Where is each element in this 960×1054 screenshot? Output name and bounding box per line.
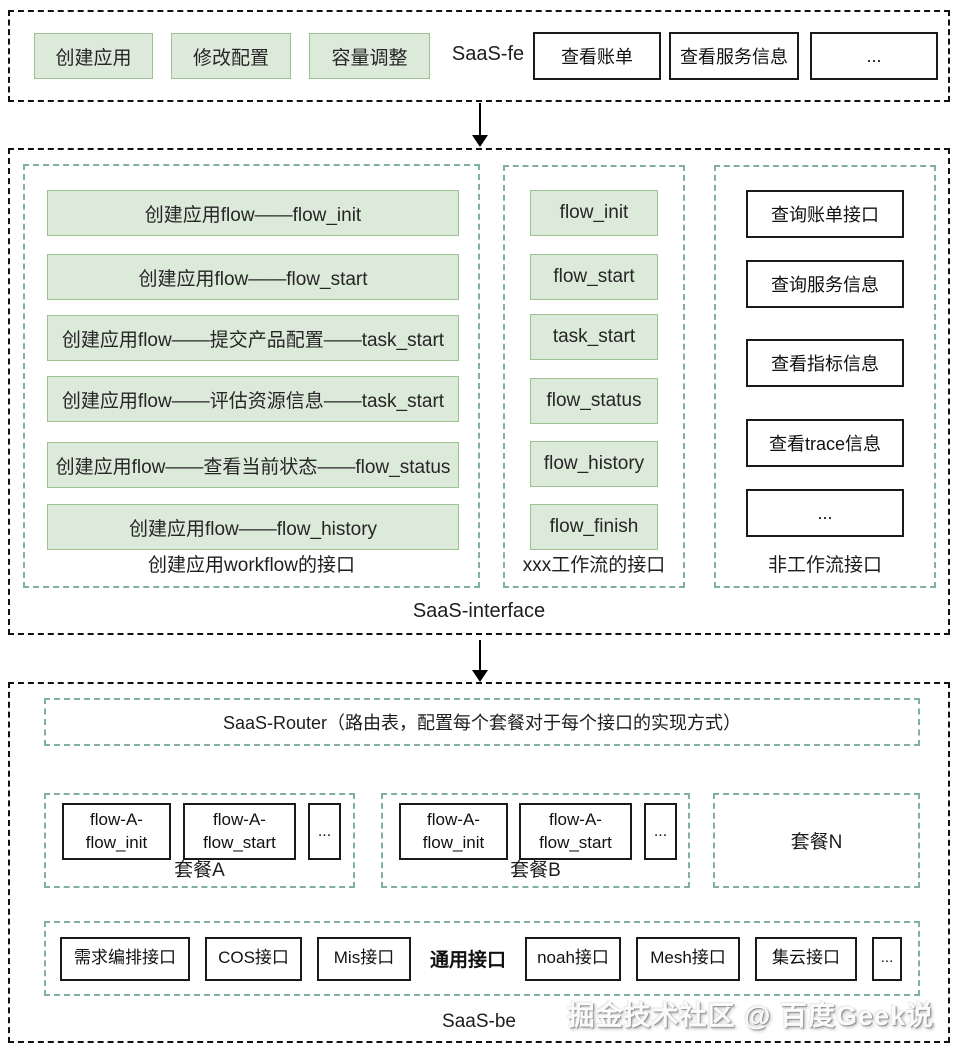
workflow-step: 创建应用flow——提交产品配置——task_start — [47, 315, 459, 361]
workflow-api: task_start — [530, 314, 658, 360]
common-api: COS接口 — [205, 936, 302, 981]
impl-line: flow_start — [539, 832, 612, 852]
package-n-label: 套餐N — [790, 832, 843, 853]
workflow-api: flow_start — [530, 254, 658, 300]
workflow-step: 创建应用flow——flow_history — [47, 504, 459, 550]
impl-line: flow-A- — [427, 809, 480, 829]
impl-line: flow_start — [203, 832, 276, 852]
impl-line: flow-A- — [213, 809, 266, 829]
package-b-box: flow-A- flow_init flow-A- flow_start ...… — [381, 793, 690, 888]
saas-interface-label: SaaS-interface — [412, 600, 546, 622]
saas-be-label: SaaS-be — [442, 1011, 516, 1032]
common-interfaces-label: 通用接口 — [430, 950, 507, 971]
non-workflow-api: 查看trace信息 — [746, 419, 904, 467]
saas-router-box: SaaS-Router（路由表，配置每个套餐对于每个接口的实现方式） — [44, 698, 920, 746]
workflow-step: 创建应用flow——查看当前状态——flow_status — [47, 442, 459, 488]
workflow-step: 创建应用flow——评估资源信息——task_start — [47, 376, 459, 422]
group-label-xxx-workflow: xxx工作流的接口 — [522, 555, 666, 576]
group-non-workflow: 查询账单接口 查询服务信息 查看指标信息 查看trace信息 ... 非工作流接… — [714, 165, 936, 588]
non-workflow-api: 查询账单接口 — [746, 190, 904, 238]
saas-router-label: SaaS-Router（路由表，配置每个套餐对于每个接口的实现方式） — [222, 713, 742, 733]
package-a-label: 套餐A — [174, 860, 225, 881]
impl-line: flow_init — [422, 832, 485, 852]
group-label-non-workflow: 非工作流接口 — [767, 555, 882, 576]
common-interfaces-box: 需求编排接口 COS接口 Mis接口 通用接口 noah接口 Mesh接口 集云… — [44, 921, 920, 996]
group-xxx-workflow: flow_init flow_start task_start flow_sta… — [503, 165, 685, 588]
package-n-box: 套餐N — [713, 793, 920, 888]
impl-line: flow-A- — [90, 809, 143, 829]
common-api: 集云接口 — [755, 936, 858, 981]
workflow-api: flow_init — [530, 190, 658, 236]
non-workflow-api: 查询服务信息 — [746, 260, 904, 308]
common-api: 需求编排接口 — [60, 936, 190, 981]
package-b-impl: flow-A- flow_start — [519, 803, 632, 860]
group-label-create-app-workflow: 创建应用workflow的接口 — [148, 555, 355, 576]
workflow-api: flow_history — [530, 441, 658, 487]
group-create-app-workflow: 创建应用flow——flow_init 创建应用flow——flow_start… — [23, 164, 480, 588]
package-a-more: ... — [308, 803, 341, 860]
package-a-impl: flow-A- flow_start — [183, 803, 296, 860]
impl-line: flow-A- — [549, 809, 602, 829]
impl-line: flow_init — [85, 832, 148, 852]
arrow-down-fe-to-interface — [472, 103, 488, 147]
non-workflow-api-more: ... — [746, 489, 904, 537]
saas-fe-label: SaaS-fe — [451, 43, 525, 65]
workflow-api: flow_status — [530, 378, 658, 424]
fe-action-modify-config: 修改配置 — [171, 33, 291, 79]
saas-interface-section: 创建应用flow——flow_init 创建应用flow——flow_start… — [8, 148, 950, 635]
fe-action-create-app: 创建应用 — [34, 33, 153, 79]
arrow-down-interface-to-be — [472, 640, 488, 682]
saas-be-section: SaaS-Router（路由表，配置每个套餐对于每个接口的实现方式） flow-… — [8, 682, 950, 1043]
fe-action-view-bill: 查看账单 — [533, 32, 661, 80]
fe-action-more: ... — [810, 32, 938, 80]
package-a-impl: flow-A- flow_init — [62, 803, 171, 860]
common-api: Mesh接口 — [636, 936, 741, 981]
non-workflow-api: 查看指标信息 — [746, 339, 904, 387]
package-a-box: flow-A- flow_init flow-A- flow_start ...… — [44, 793, 355, 888]
fe-action-view-service-info: 查看服务信息 — [669, 32, 799, 80]
watermark: 掘金技术社区 @ 百度Geek说 — [567, 1001, 934, 1031]
package-b-label: 套餐B — [510, 860, 561, 881]
workflow-step: 创建应用flow——flow_start — [47, 254, 459, 300]
saas-fe-section: 创建应用 修改配置 容量调整 SaaS-fe 查看账单 查看服务信息 ... — [8, 10, 950, 102]
common-api-more: ... — [872, 936, 903, 981]
fe-action-capacity-adjust: 容量调整 — [309, 33, 430, 79]
package-b-impl: flow-A- flow_init — [399, 803, 508, 860]
workflow-api: flow_finish — [530, 504, 658, 550]
common-api: noah接口 — [525, 936, 622, 981]
workflow-step: 创建应用flow——flow_init — [47, 190, 459, 236]
common-api: Mis接口 — [317, 936, 411, 981]
package-b-more: ... — [644, 803, 677, 860]
